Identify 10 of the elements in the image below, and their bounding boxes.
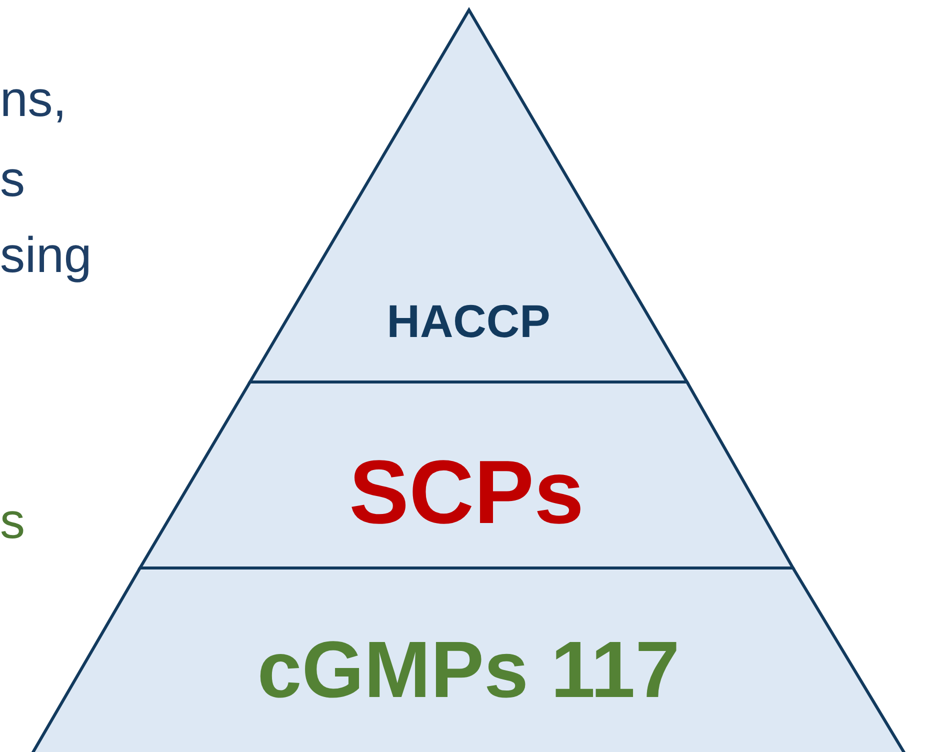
cut-off-text: sing: [0, 230, 92, 280]
cut-off-text: s: [0, 496, 25, 546]
level-label: SCPs: [348, 448, 586, 538]
level-label: HACCP: [386, 298, 552, 344]
cut-off-text: ns,: [0, 74, 67, 124]
level-label: cGMPs 117: [256, 630, 681, 710]
cut-off-text: s: [0, 154, 25, 204]
pyramid-level: [32, 568, 905, 752]
pyramid-level: [140, 382, 793, 568]
pyramid-level: [250, 10, 687, 382]
